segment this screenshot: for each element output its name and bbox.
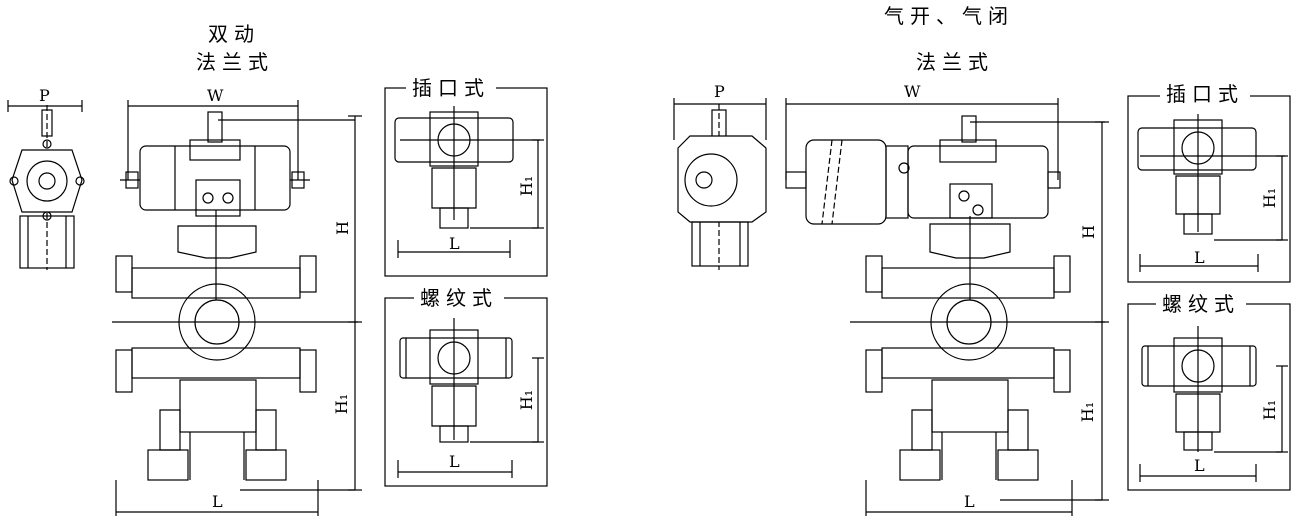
left-thread-panel (384, 297, 548, 487)
left-dim-h: H (332, 221, 352, 235)
left-dim-h1: H₁ (332, 393, 352, 415)
right-title-line1: 气开、气闭 (884, 4, 1014, 28)
right-valve-front-view (785, 98, 1109, 516)
right-dim-h1: H₁ (1078, 401, 1098, 423)
left-socket-dim-h1: H₁ (517, 175, 537, 197)
left-title-line1: 双动 (208, 22, 260, 46)
right-thread-panel (1127, 303, 1291, 491)
left-dim-p: P (39, 86, 50, 105)
right-dim-l: L (964, 492, 975, 511)
right-thread-dim-l: L (1194, 456, 1205, 475)
right-actuator-side-view (673, 98, 767, 270)
left-thread-title: 螺纹式 (414, 288, 504, 308)
right-title-line2: 法兰式 (916, 50, 994, 74)
left-dim-w: W (207, 86, 224, 105)
left-valve-front-view (112, 100, 362, 516)
left-title-line2: 法兰式 (196, 50, 274, 74)
left-socket-title: 插口式 (406, 78, 496, 98)
left-thread-dim-h1: H₁ (517, 389, 537, 411)
right-thread-dim-h1: H₁ (1260, 399, 1280, 421)
left-dim-l: L (212, 492, 223, 511)
right-dim-p: P (714, 82, 725, 101)
right-socket-title: 插口式 (1160, 84, 1250, 104)
right-thread-title: 螺纹式 (1156, 294, 1246, 314)
left-actuator-side-view (7, 100, 85, 270)
left-thread-dim-l: L (449, 452, 460, 471)
right-dim-w: W (904, 82, 921, 101)
right-socket-dim-l: L (1194, 248, 1205, 267)
left-socket-dim-l: L (449, 234, 460, 253)
right-socket-dim-h1: H₁ (1260, 187, 1280, 209)
right-dim-h: H (1078, 225, 1098, 239)
